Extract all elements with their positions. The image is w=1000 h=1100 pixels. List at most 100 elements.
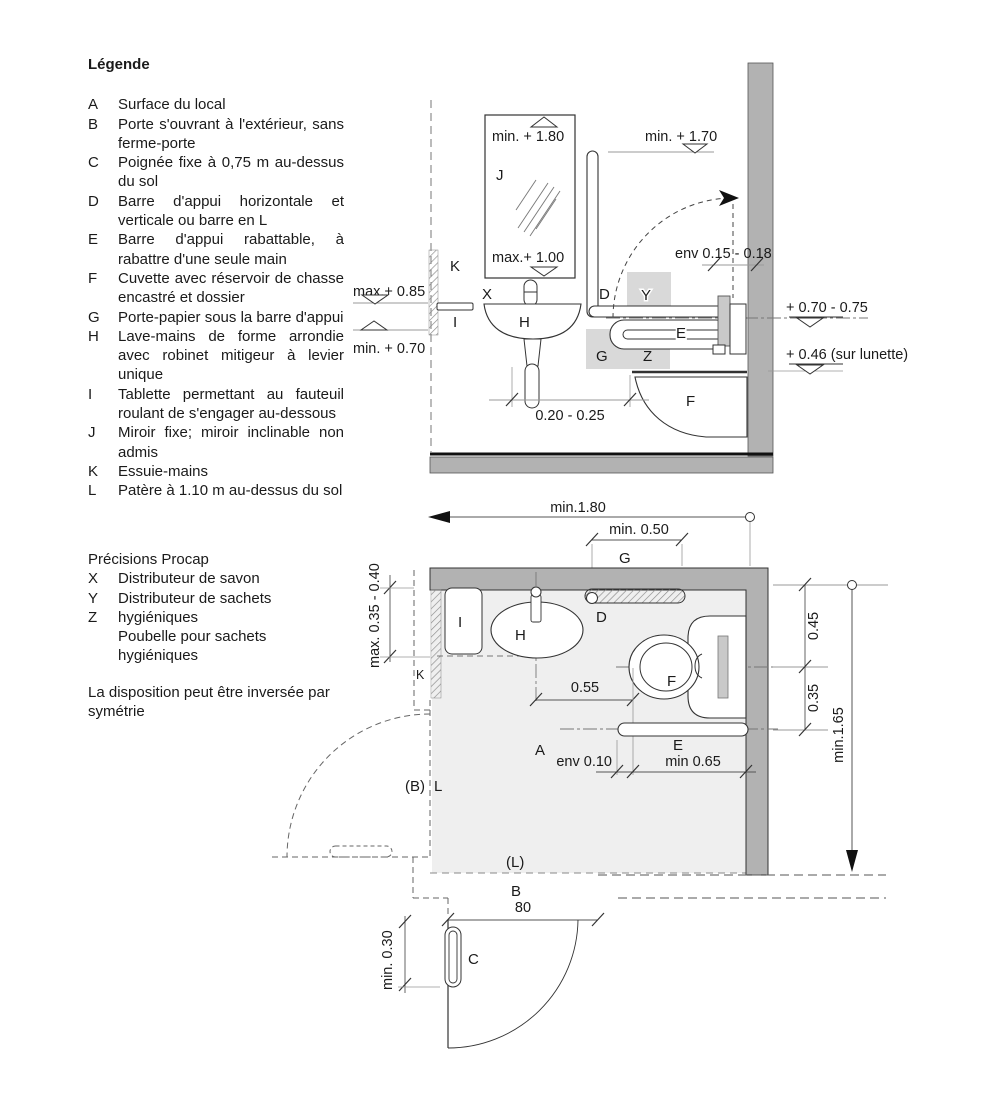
precision-key: Y bbox=[88, 589, 99, 607]
label-I-elevation: I bbox=[453, 314, 457, 331]
precision-item-cont1: Poubelle pour sachets bbox=[88, 627, 368, 646]
svg-text:env 0.15 - 0.18: env 0.15 - 0.18 bbox=[675, 246, 772, 262]
legend-text: Surface du local bbox=[118, 96, 226, 114]
door-swing-arc bbox=[447, 919, 579, 1049]
toilet-plan bbox=[616, 615, 778, 719]
mirror-glass-hatch bbox=[515, 179, 561, 237]
label-Z: Z bbox=[643, 348, 652, 365]
legend-item-G: G Porte-papier sous la barre d'appui bbox=[88, 308, 348, 327]
washbasin-plan bbox=[490, 572, 584, 702]
precision-item-Y: Y Distributeur de sachets bbox=[88, 589, 368, 608]
label-F-elevation: F bbox=[686, 393, 695, 410]
folding-bar-swing-arc bbox=[612, 190, 739, 319]
legend-key: H bbox=[88, 327, 99, 345]
legend-text: Barre d'appui rabattable, à rabattre d'u… bbox=[118, 231, 344, 268]
label-A: A bbox=[535, 742, 545, 759]
legend-key: K bbox=[88, 462, 99, 480]
svg-text:0.55: 0.55 bbox=[571, 680, 599, 696]
legend-item-J: J Miroir fixe; miroir inclinable non admi… bbox=[88, 423, 348, 462]
dim-80: 80 bbox=[515, 900, 531, 916]
folding-grab-bar bbox=[609, 319, 736, 350]
dim-055: 0.55 bbox=[529, 668, 640, 775]
svg-text:+ 0.70 - 0.75: + 0.70 - 0.75 bbox=[786, 300, 868, 316]
legend-key: L bbox=[88, 482, 97, 500]
label-H-plan: H bbox=[515, 627, 526, 644]
dim-max-035-040: max. 0.35 - 0.40 bbox=[367, 563, 430, 668]
svg-text:min 0.65: min 0.65 bbox=[665, 754, 721, 770]
svg-text:+ 0.46 (sur lunette): + 0.46 (sur lunette) bbox=[786, 347, 908, 363]
precision-text: hygiéniques bbox=[118, 647, 199, 665]
mirror-max-height: max.+ 1.00 bbox=[492, 250, 564, 266]
dim-045: 0.45 bbox=[806, 612, 822, 640]
legend-text: Miroir fixe; miroir inclinable non admis bbox=[118, 424, 344, 461]
dim-min-165: min.1.65 bbox=[831, 580, 858, 872]
legend-text: Porte-papier sous la barre d'appui bbox=[118, 308, 344, 326]
label-K-elevation: K bbox=[450, 258, 460, 275]
legend-key: G bbox=[88, 308, 100, 326]
dim-min-050: min. 0.50 bbox=[585, 522, 689, 586]
label-B: B bbox=[511, 883, 521, 900]
precision-text: Distributeur de sachets bbox=[118, 589, 272, 607]
legend-text: Tablette permettant au fauteuil roulant … bbox=[118, 385, 344, 423]
precision-item-cont2: hygiéniques bbox=[88, 646, 368, 665]
svg-text:0.20 - 0.25: 0.20 - 0.25 bbox=[535, 408, 604, 424]
legend-text: Porte s'ouvrant à l'extérieur, sans ferm… bbox=[118, 115, 344, 152]
plan-view: min.1.80 min. 0.50 G bbox=[272, 500, 888, 1049]
washbasin-elevation bbox=[483, 303, 582, 409]
soap-dispenser-tap bbox=[523, 279, 538, 307]
label-alt-B: (B) bbox=[405, 778, 425, 795]
legend-key: D bbox=[88, 192, 99, 210]
grab-bar-plan bbox=[584, 588, 686, 604]
label-X: X bbox=[482, 286, 492, 303]
shelf-plan bbox=[444, 587, 483, 655]
level-marker-min-170: min. + 1.70 bbox=[608, 129, 717, 154]
label-Y: Y bbox=[641, 287, 651, 304]
legend-key: J bbox=[88, 424, 96, 442]
label-E-elevation: E bbox=[676, 325, 686, 342]
svg-text:max.+ 0.85: max.+ 0.85 bbox=[353, 284, 425, 300]
label-D-plan: D bbox=[596, 609, 607, 626]
mirror: min. + 1.80 J max.+ 1.00 bbox=[484, 114, 576, 279]
svg-text:min. + 1.70: min. + 1.70 bbox=[645, 129, 717, 145]
grab-bar-L bbox=[586, 150, 746, 318]
shelf-tablette bbox=[436, 302, 474, 311]
right-dim-chain: 0.45 0.35 min.1.65 bbox=[773, 577, 888, 872]
arc-arrowhead bbox=[719, 190, 739, 206]
legend-key: F bbox=[88, 269, 98, 287]
label-F-plan: F bbox=[667, 673, 676, 690]
svg-text:min.1.65: min.1.65 bbox=[831, 707, 847, 763]
mirror-min-height: min. + 1.80 bbox=[492, 129, 564, 145]
bar-wall-mount bbox=[712, 295, 747, 355]
level-marker-min-070: min. + 0.70 bbox=[353, 320, 428, 357]
precision-text: Poubelle pour sachets bbox=[118, 628, 267, 646]
level-marker-070-075: + 0.70 - 0.75 bbox=[786, 300, 868, 328]
bottom-wall-dashed bbox=[598, 874, 886, 899]
legend-key: E bbox=[88, 231, 99, 249]
label-C: C bbox=[468, 951, 479, 968]
alternative-door-swing bbox=[272, 713, 431, 858]
precisions-title: Précisions Procap bbox=[88, 551, 209, 568]
label-G-elevation: G bbox=[596, 348, 608, 365]
towel-dispenser-hatch bbox=[428, 249, 439, 336]
dim-env-015-018: env 0.15 - 0.18 bbox=[675, 246, 772, 272]
legend-item-K: K Essuie-mains bbox=[88, 462, 348, 481]
level-marker-max-085: max.+ 0.85 bbox=[353, 284, 428, 305]
label-D-elevation: D bbox=[599, 286, 610, 303]
entrance-door: 80 bbox=[441, 900, 605, 1049]
symmetry-note: La disposition peut être inversée par sy… bbox=[88, 684, 330, 721]
svg-text:min. 0.30: min. 0.30 bbox=[380, 930, 396, 990]
legend-text: Essuie-mains bbox=[118, 462, 209, 480]
label-L: L bbox=[434, 778, 442, 795]
label-I-plan: I bbox=[458, 614, 462, 631]
